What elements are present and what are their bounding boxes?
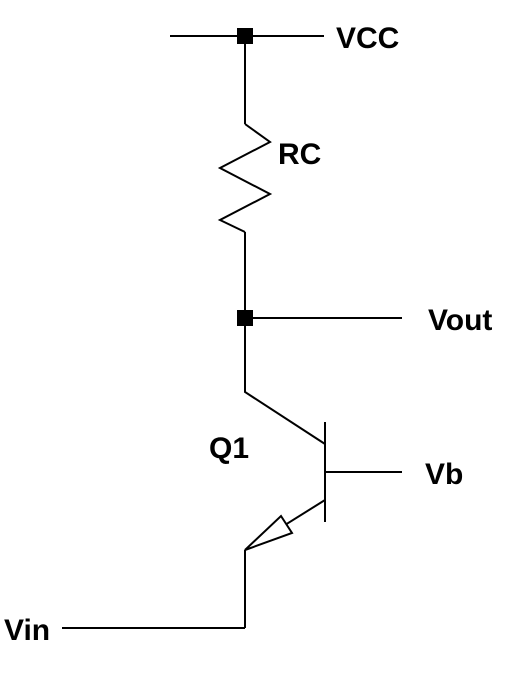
rc-resistor	[217, 123, 273, 233]
vout-label: Vout	[428, 304, 492, 337]
vcc-label: VCC	[336, 22, 399, 55]
vb-label: Vb	[425, 458, 463, 491]
q1-label: Q1	[209, 432, 249, 465]
q1-collector-lead	[244, 318, 326, 445]
rc-label: RC	[278, 138, 321, 171]
q1-emitter-arrow	[244, 514, 294, 551]
vin-label: Vin	[4, 614, 50, 647]
